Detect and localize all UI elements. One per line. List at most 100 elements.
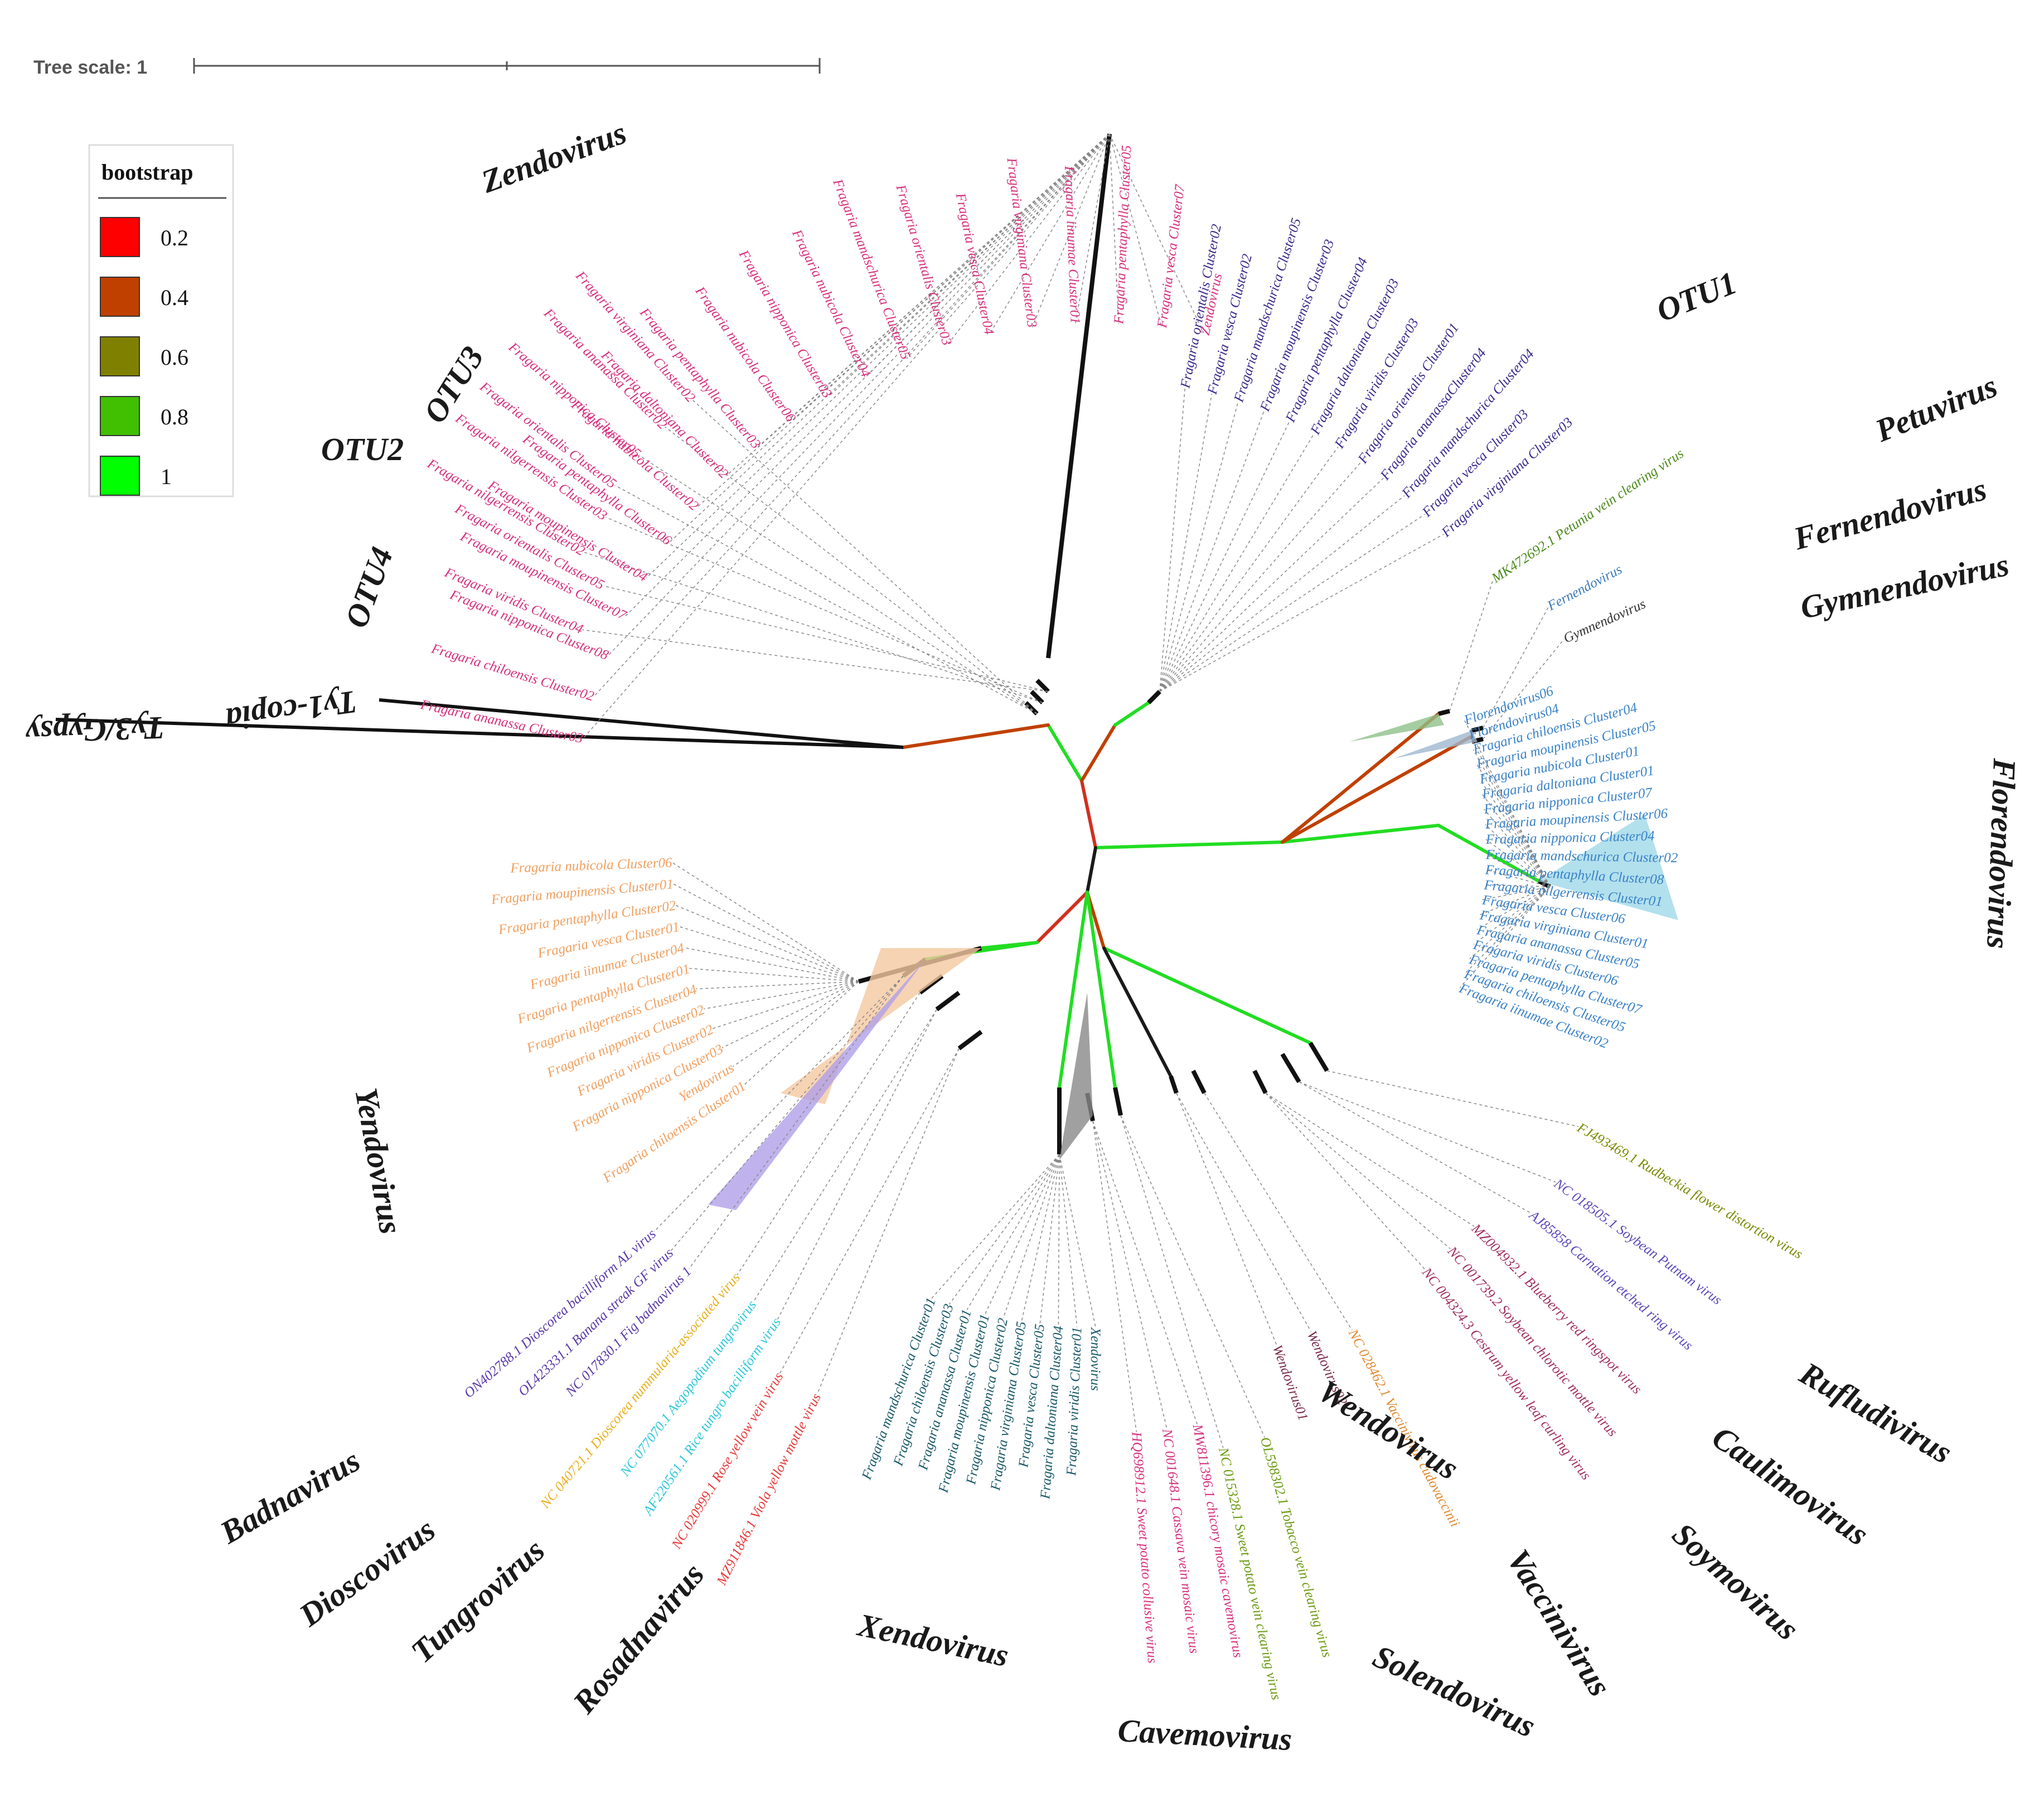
leaf-connector [1483, 639, 1565, 740]
leaf-connector [1159, 433, 1315, 692]
collapsed-clade-shade [1349, 714, 1444, 742]
leaf-connector [692, 399, 1038, 714]
tree-scale: Tree scale: 1 [33, 57, 821, 78]
leaf-connector [1265, 1093, 1451, 1249]
leaf-connector [1109, 133, 1120, 324]
branch [981, 848, 1096, 948]
leaf-label: MZ911846.1 Viola yellow mottle virus [714, 1391, 824, 1588]
leaf-label: Fragaria virginiana Cluster03 [1004, 157, 1039, 328]
clade-label: Soymovirus [1665, 1516, 1806, 1647]
leaf-connector [1482, 886, 1551, 901]
leaf-connector [1265, 1093, 1426, 1270]
legend-title: bootstrap [101, 160, 193, 185]
leaf-connector [931, 1154, 1060, 1299]
leaf-label: Fragaria nipponica Cluster04 [1485, 829, 1655, 847]
clade-label: Ty3/Gypsy [25, 710, 165, 751]
branch [1080, 779, 1097, 849]
leaf-connector [1120, 1115, 1265, 1438]
tree-branches [55, 133, 1678, 1448]
clade-label: OTU1 [1651, 264, 1742, 329]
clade-label: OTU4 [338, 543, 400, 632]
leaf-connector [675, 905, 859, 982]
branch [935, 990, 961, 1012]
leaf-connector [1473, 749, 1551, 887]
leaf-connector [704, 981, 859, 1009]
branch [1438, 709, 1450, 716]
leaf-connector [607, 133, 1110, 656]
leaf-connector [605, 516, 1043, 703]
clade-label: OTU2 [321, 431, 404, 467]
leaf-connector [1459, 886, 1551, 988]
legend-label: 1 [161, 464, 172, 489]
branch [1096, 703, 1149, 848]
leaf-label: Fragaria ananassa Cluster03 [419, 697, 584, 746]
leaf-connector [1299, 1081, 1532, 1214]
branch [379, 698, 904, 749]
leaf-label: Fragaria vesca Cluster04 [952, 191, 996, 336]
leaf-connector [673, 883, 859, 982]
leaf-connector [1092, 1120, 1137, 1432]
leaf-connector [1473, 886, 1551, 945]
legend-swatch [100, 277, 140, 317]
branch [1086, 846, 1097, 894]
leaf-connector [689, 975, 904, 1269]
leaf-connector [828, 133, 1110, 397]
clade-label: Yendovirus [348, 1085, 409, 1237]
leaf-connector [684, 947, 859, 982]
leaf-connector [1484, 809, 1551, 887]
leaf-label: Fragaria mandschurica Cluster02 [1485, 847, 1678, 866]
branch [1252, 1070, 1268, 1094]
leaf-connector [1465, 886, 1551, 974]
leaf-connector [679, 926, 859, 982]
branch [1086, 891, 1117, 1089]
branch [1281, 712, 1440, 844]
branch [1080, 723, 1117, 782]
branch [1113, 701, 1150, 727]
leaf-connector [603, 585, 1049, 692]
leaf-connector [1481, 794, 1551, 887]
leaf-connector [1265, 1093, 1475, 1227]
leaf-label: NC 001648.1 Cassava vein mosaic virus [1159, 1428, 1202, 1655]
clade-label: Zendovirus [476, 114, 631, 200]
leaf-connector [1176, 1093, 1277, 1346]
tree-scale-label: Tree scale: 1 [33, 57, 147, 78]
branch [1096, 848, 1255, 1071]
leaf-label: HQ698912.1 Sweet potato collusive virus [1128, 1431, 1160, 1664]
leaf-connector [1299, 1081, 1556, 1183]
branch [1035, 891, 1089, 944]
leaf-connector [779, 1048, 960, 1374]
branch [1281, 824, 1440, 844]
leaf-connector [670, 975, 904, 1251]
leaf-connector [1109, 133, 1205, 335]
leaf-label: ON402788.1 Dioscorea bacilliform AL viru… [461, 1226, 658, 1401]
leaf-connector [1176, 1093, 1312, 1332]
leaf-label: Fragaria chiloensis Cluster02 [429, 641, 596, 704]
legend-swatch [100, 396, 140, 436]
collapsed-clade-shade [1394, 731, 1478, 758]
leaf-label: FJ493469.1 Rudbeckia flower distortion v… [1574, 1120, 1805, 1262]
leaf-connector [1159, 461, 1362, 692]
branch [1113, 1087, 1123, 1116]
branch [926, 848, 1096, 959]
leaf-connector [737, 992, 921, 1275]
leaf-connector [1159, 388, 1186, 692]
collapsed-clade-shade [781, 948, 981, 1104]
leaf-connector [1059, 1154, 1078, 1327]
clade-label: Solendovirus [1368, 1638, 1541, 1744]
branch [1471, 726, 1484, 733]
clade-label: Rosadnavirus [565, 1557, 711, 1720]
legend-swatch [100, 217, 140, 257]
leaf-label: Gymnendovirus [1561, 597, 1648, 646]
leaf-connector [582, 629, 1049, 692]
collapsed-clade-shade [708, 959, 926, 1210]
leaf-label: Fragaria vesca Cluster07 [1155, 183, 1188, 329]
leaf-label: Fragaria viridis Cluster01 [1064, 1327, 1084, 1477]
branch [1096, 731, 1472, 848]
leaf-connector [638, 455, 1038, 714]
leaf-connector [1326, 1070, 1579, 1127]
branch [1096, 848, 1282, 1054]
clade-label: Gymnendovirus [1797, 547, 2012, 626]
branch [1191, 1070, 1207, 1094]
leaf-connector [966, 1154, 1060, 1310]
